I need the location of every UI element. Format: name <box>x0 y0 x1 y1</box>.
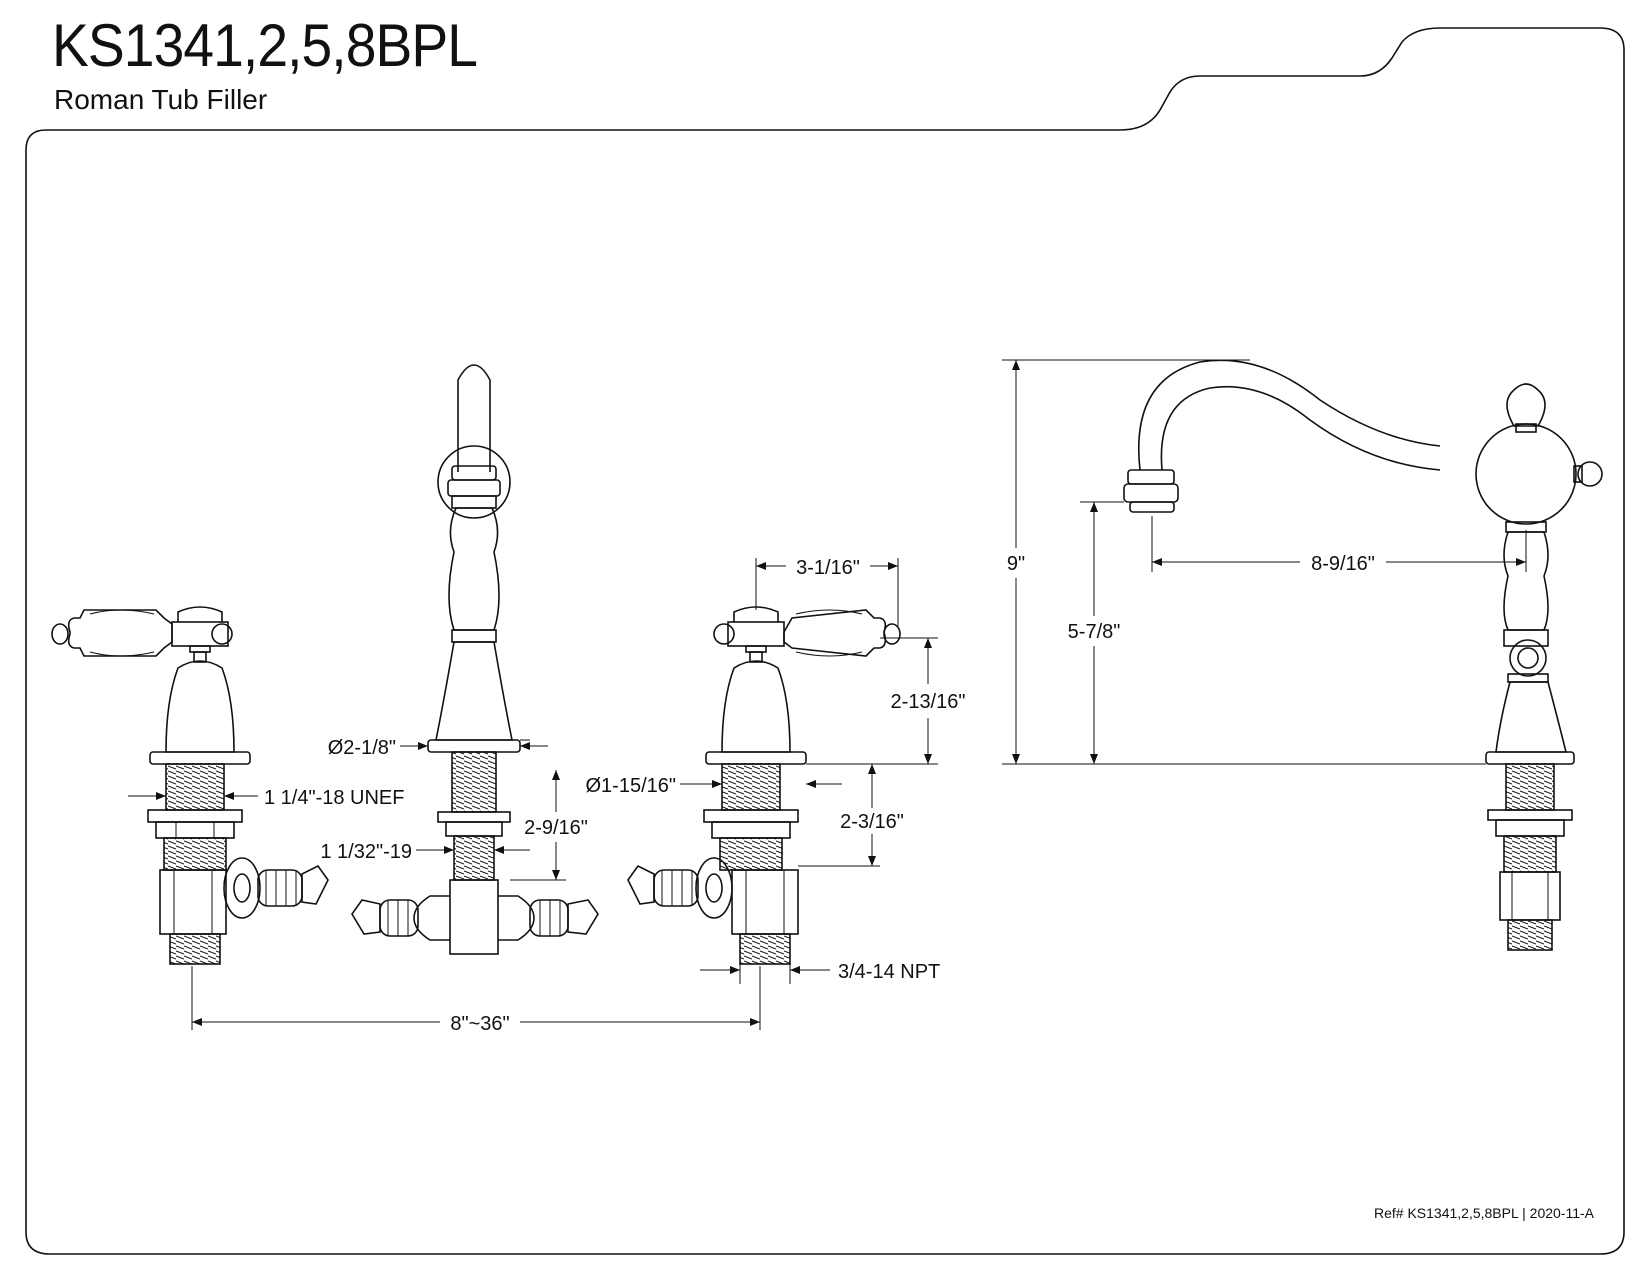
spout-front <box>351 364 599 955</box>
dim-handle-reach: 3-1/16" <box>796 557 860 579</box>
dim-overall-height: 9" <box>1007 553 1025 575</box>
reference-note: Ref# KS1341,2,5,8BPL | 2020-11-A <box>1373 1205 1594 1221</box>
side-view-faucet <box>1123 359 1603 951</box>
product-name: Roman Tub Filler <box>54 84 268 115</box>
dim-spout-clearance: 5-7/8" <box>1068 621 1121 643</box>
dim-handle-height: 2-13/16" <box>891 691 966 713</box>
right-handle-valve <box>627 606 901 965</box>
dim-spout-reach: 8-9/16" <box>1311 553 1375 575</box>
sheet-frame <box>25 27 1625 1255</box>
dim-spout-base-diameter: Ø2-1/8" <box>328 737 396 759</box>
dim-handle-shank-length: 2-3/16" <box>840 811 904 833</box>
dim-handle-thread: 1 1/4"-18 UNEF <box>264 787 405 809</box>
model-number-title: KS1341,2,5,8BPL <box>52 12 478 79</box>
dim-spout-thread: 1 1/32"-19 <box>320 841 412 863</box>
dimension-lines <box>128 359 1527 1030</box>
dim-inlet-thread: 3/4-14 NPT <box>838 961 940 983</box>
dim-center-spread: 8"~36" <box>450 1013 509 1035</box>
dim-handle-base-diameter: Ø1-15/16" <box>586 775 677 797</box>
left-handle-valve <box>51 606 329 965</box>
dim-spout-shank-length: 2-9/16" <box>524 817 588 839</box>
